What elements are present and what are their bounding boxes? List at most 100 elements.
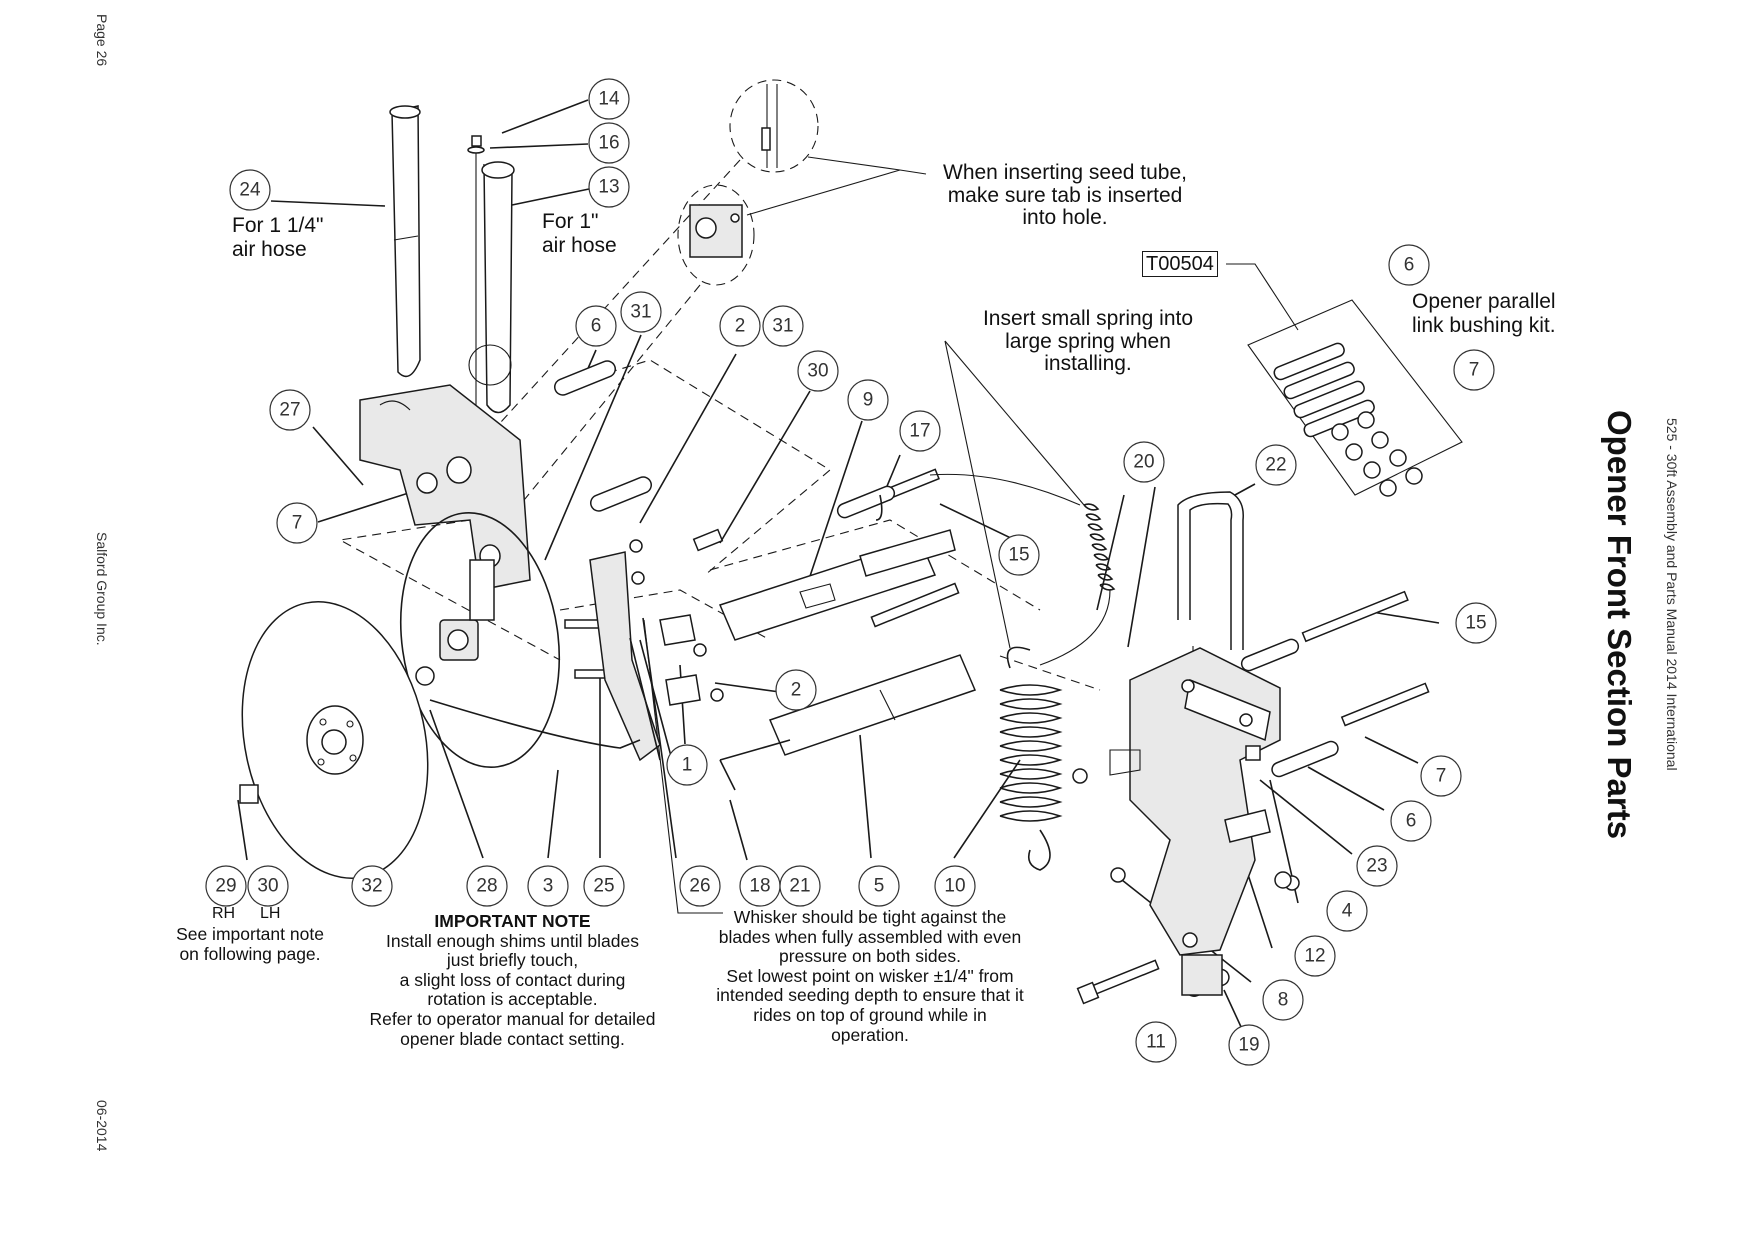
svg-text:30: 30 (257, 876, 278, 897)
balloon-32: 32 (351, 865, 393, 907)
mount-bracket (1109, 647, 1292, 956)
svg-text:7: 7 (1436, 766, 1447, 787)
company-name: Salford Group Inc. (94, 532, 110, 646)
page-title: Opener Front Section Parts (1601, 410, 1638, 840)
kit-part-number: T00504 (1142, 251, 1218, 277)
svg-text:25: 25 (593, 876, 614, 897)
balloon-16: 16 (588, 122, 630, 164)
svg-text:9: 9 (863, 390, 874, 411)
balloon-14: 14 (588, 78, 630, 120)
svg-text:6: 6 (1404, 255, 1415, 276)
svg-text:5: 5 (874, 876, 885, 897)
svg-text:19: 19 (1238, 1035, 1259, 1056)
svg-text:23: 23 (1366, 856, 1387, 877)
svg-text:15: 15 (1465, 613, 1486, 634)
svg-text:7: 7 (1469, 360, 1480, 381)
balloon-3: 3 (527, 865, 569, 907)
svg-text:2: 2 (791, 680, 802, 701)
svg-text:4: 4 (1342, 901, 1353, 922)
svg-text:6: 6 (1406, 811, 1417, 832)
balloon-6a: 6 (575, 305, 617, 347)
balloon-31a: 31 (620, 291, 662, 333)
seed-tube-large (389, 105, 421, 378)
balloon-4: 4 (1326, 890, 1368, 932)
svg-text:15: 15 (1008, 545, 1029, 566)
pivot-pin (836, 485, 896, 521)
bushing-kit (1247, 299, 1463, 497)
balloon-21: 21 (779, 865, 821, 907)
svg-text:14: 14 (598, 89, 620, 110)
svg-text:10: 10 (944, 876, 965, 897)
balloon-7a: 7 (276, 502, 318, 544)
small-spring (929, 473, 1116, 666)
svg-text:31: 31 (630, 302, 651, 323)
svg-text:28: 28 (476, 876, 497, 897)
balloon-22: 22 (1255, 444, 1297, 486)
whisker-bracket (429, 551, 701, 762)
svg-text:22: 22 (1265, 455, 1286, 476)
balloon-9: 9 (847, 379, 889, 421)
hub-assembly (415, 559, 495, 686)
svg-text:21: 21 (789, 876, 810, 897)
svg-text:32: 32 (361, 876, 382, 897)
balloon-8: 8 (1262, 979, 1304, 1021)
svg-text:31: 31 (772, 316, 793, 337)
svg-text:12: 12 (1304, 946, 1325, 967)
balloon-numbers: 14 16 13 24 6 31 2 31 30 9 17 27 7 15 20… (205, 78, 1497, 1066)
svg-text:6: 6 (591, 316, 602, 337)
balloon-23: 23 (1356, 845, 1398, 887)
svg-text:27: 27 (279, 400, 300, 421)
svg-text:8: 8 (1278, 990, 1289, 1011)
bottom-hardware (1076, 954, 1223, 1005)
balloon-27: 27 (269, 389, 311, 431)
detail-views (689, 84, 778, 258)
svg-text:17: 17 (909, 421, 930, 442)
leader-lines (237, 99, 1440, 1043)
page-number: Page 26 (94, 14, 110, 67)
important-note-heading: IMPORTANT NOTE (434, 911, 591, 931)
parallel-link-upper (718, 529, 956, 641)
balloon-17: 17 (899, 410, 941, 452)
svg-text:2: 2 (735, 316, 746, 337)
balloon-1: 1 (666, 744, 708, 786)
balloon-19: 19 (1228, 1024, 1270, 1066)
balloon-2b: 2 (775, 669, 817, 711)
balloon-25: 25 (583, 865, 625, 907)
svg-text:3: 3 (543, 876, 554, 897)
balloon-6c: 6 (1390, 800, 1432, 842)
balloon-12: 12 (1294, 935, 1336, 977)
u-bolt (1177, 491, 1244, 650)
important-note: IMPORTANT NOTE Install enough shims unti… (355, 911, 670, 1049)
svg-text:1: 1 (682, 755, 693, 776)
balloon-20: 20 (1123, 441, 1165, 483)
svg-text:18: 18 (749, 876, 770, 897)
balloon-13: 13 (588, 166, 630, 208)
rh-label: RH (212, 905, 236, 922)
balloon-28: 28 (466, 865, 508, 907)
svg-text:30: 30 (807, 361, 828, 382)
hose-large-label: For 1 1/4"air hose (232, 214, 324, 261)
whisker-note: Whisker should be tight against the blad… (716, 907, 1024, 1045)
svg-text:13: 13 (598, 177, 619, 198)
balloon-2a: 2 (719, 305, 761, 347)
parallel-link-lower (719, 654, 977, 791)
large-spring (999, 646, 1063, 871)
balloon-5: 5 (858, 865, 900, 907)
tube-bolt (467, 135, 485, 154)
svg-text:26: 26 (689, 876, 710, 897)
balloon-10: 10 (934, 865, 976, 907)
svg-text:11: 11 (1146, 1032, 1166, 1053)
revision-date: 06-2014 (94, 1100, 110, 1152)
balloon-26: 26 (679, 865, 721, 907)
seed-tube-small (468, 140, 515, 420)
balloon-29: 29 (205, 865, 247, 907)
manual-title: 525 - 30ft Assembly and Parts Manual 201… (1664, 418, 1680, 771)
opener-frame (359, 384, 531, 591)
balloon-11: 11 (1135, 1021, 1177, 1063)
balloon-31b: 31 (762, 305, 804, 347)
balloon-24: 24 (229, 169, 271, 211)
